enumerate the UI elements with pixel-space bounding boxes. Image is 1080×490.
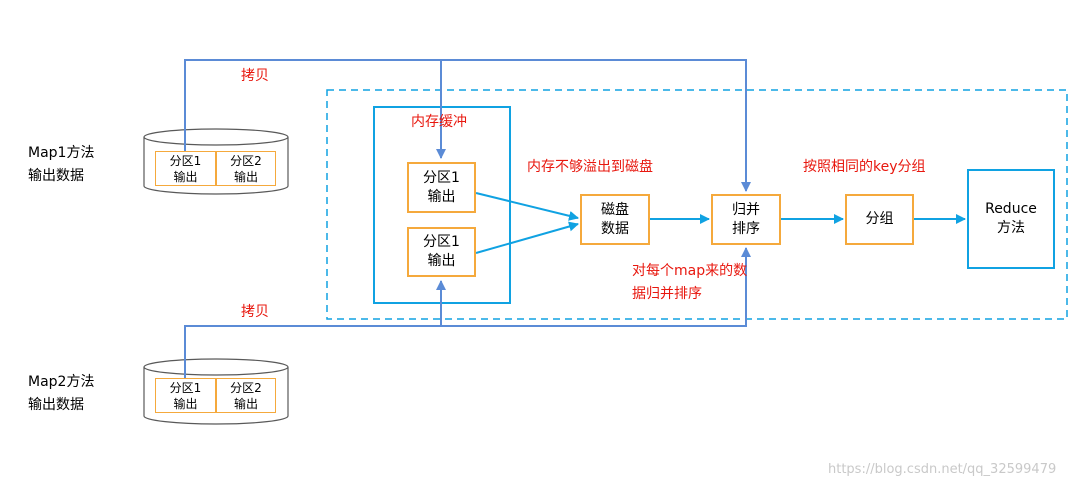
buffer-partition-box-2: 分区1 输出 bbox=[407, 227, 476, 277]
copy-label-top: 拷贝 bbox=[241, 68, 269, 84]
merge-sort-line2: 排序 bbox=[732, 220, 760, 237]
disk-data-box: 磁盘 数据 bbox=[580, 194, 650, 245]
buffer-partition-box-1: 分区1 输出 bbox=[407, 162, 476, 213]
copy-path-map1-to-merge bbox=[441, 59, 751, 192]
reduce-side-boundary bbox=[326, 89, 1068, 320]
buffer-box2-line2: 输出 bbox=[427, 253, 456, 269]
spill-to-disk-label: 内存不够溢出到磁盘 bbox=[527, 159, 653, 175]
map2-partition2-line2: 输出 bbox=[233, 396, 258, 411]
copy-path-map2-to-merge bbox=[441, 247, 751, 327]
merge-sort-box: 归并 排序 bbox=[711, 194, 781, 245]
map2-partition1-line2: 输出 bbox=[173, 396, 198, 411]
map2-partition2-line1: 分区2 bbox=[230, 380, 262, 395]
map2-output-label: Map2方法 输出数据 bbox=[28, 371, 94, 417]
map1-partition1-cell: 分区1 输出 bbox=[155, 151, 216, 186]
map1-partition2-line1: 分区2 bbox=[230, 153, 262, 168]
memory-buffer-title: 内存缓冲 bbox=[411, 114, 467, 130]
reduce-method-line2: 方法 bbox=[997, 220, 1025, 236]
reduce-method-line1: Reduce bbox=[985, 201, 1037, 217]
map2-partition2-cell: 分区2 输出 bbox=[216, 378, 276, 413]
map1-output-label: Map1方法 输出数据 bbox=[28, 142, 94, 188]
map1-partition1-line1: 分区1 bbox=[169, 153, 202, 168]
disk-data-line2: 数据 bbox=[601, 220, 629, 237]
buffer-box2-line1: 分区1 bbox=[423, 234, 460, 250]
group-by-key-label: 按照相同的key分组 bbox=[803, 159, 926, 175]
merge-sort-line1: 归并 bbox=[732, 201, 760, 218]
reduce-method-box: Reduce 方法 bbox=[967, 169, 1055, 269]
copy-path-map2-to-buffer bbox=[184, 280, 446, 383]
map2-partition1-line1: 分区1 bbox=[169, 380, 202, 395]
watermark-text: https://blog.csdn.net/qq_32599479 bbox=[828, 462, 1057, 477]
map1-label-line1: Map1方法 bbox=[28, 145, 95, 161]
merge-note-line2: 据归并排序 bbox=[632, 286, 702, 302]
group-box: 分组 bbox=[845, 194, 914, 245]
map1-label-line2: 输出数据 bbox=[28, 168, 84, 184]
copy-label-bottom: 拷贝 bbox=[241, 304, 269, 320]
disk-data-line1: 磁盘 bbox=[601, 201, 629, 218]
flow-arrow-buffer1-to-disk bbox=[475, 192, 579, 221]
map2-label-line1: Map2方法 bbox=[28, 374, 95, 390]
map1-partition2-cell: 分区2 输出 bbox=[216, 151, 276, 186]
buffer-box1-line2: 输出 bbox=[427, 188, 456, 205]
merge-note-line1: 对每个map来的数 bbox=[632, 263, 748, 279]
map2-partition1-cell: 分区1 输出 bbox=[155, 378, 216, 413]
map1-partition2-line2: 输出 bbox=[233, 169, 258, 184]
flow-arrow-buffer2-to-disk bbox=[475, 221, 579, 254]
merge-note: 对每个map来的数 据归并排序 bbox=[632, 260, 747, 306]
map1-partition1-line2: 输出 bbox=[173, 169, 198, 184]
group-box-text: 分组 bbox=[865, 211, 894, 227]
copy-path-map1-to-buffer bbox=[184, 59, 446, 159]
map2-label-line2: 输出数据 bbox=[28, 397, 84, 413]
buffer-box1-line1: 分区1 bbox=[423, 169, 460, 186]
